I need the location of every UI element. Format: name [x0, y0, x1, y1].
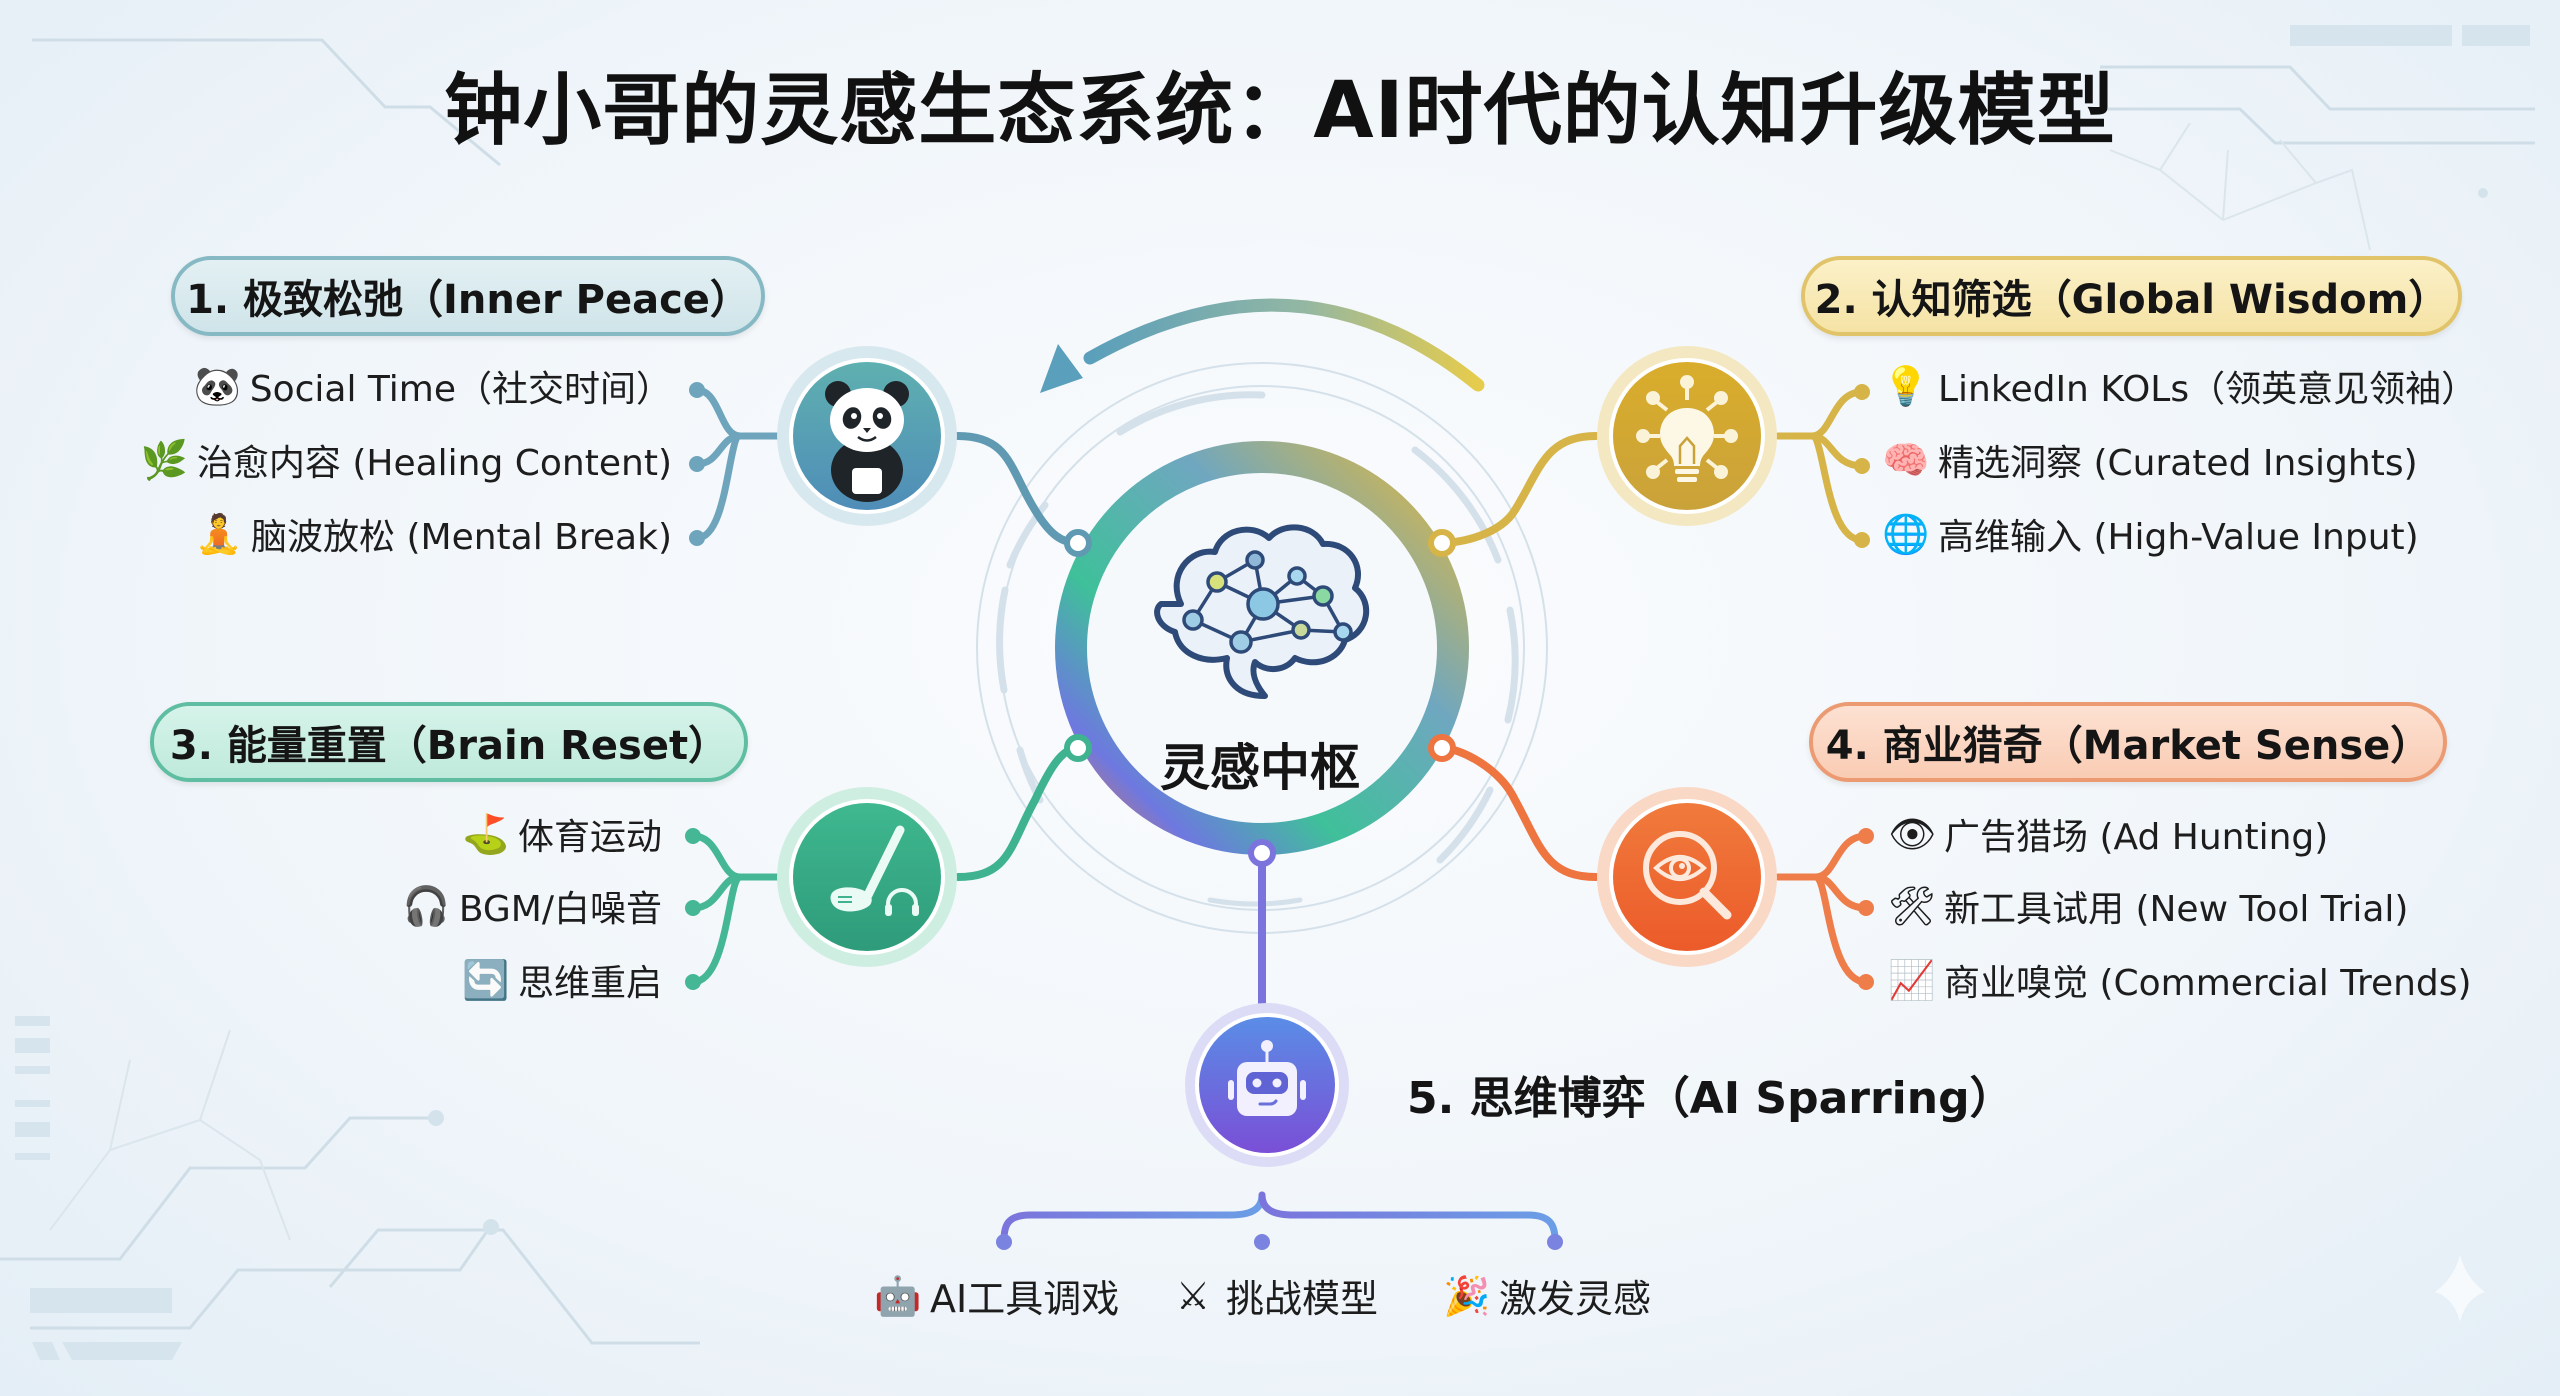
list-item: 🧠 精选洞察 (Curated Insights)	[1882, 434, 2418, 486]
center-hub-label: 灵感中枢	[1160, 739, 1360, 797]
brain-icon: 🧠	[1882, 438, 1930, 482]
node-inner-peace-panda-icon	[777, 346, 957, 526]
list-item-label: LinkedIn KOLs（领英意见领袖）	[1938, 369, 2478, 410]
headphones-icon: 🎧	[402, 884, 451, 928]
branch-heading-brain-reset: 3. 能量重置（Brain Reset）	[150, 702, 748, 782]
list-item-label: AI工具调戏	[930, 1277, 1120, 1321]
node-ai-sparring-robot-icon	[1185, 1003, 1349, 1167]
brain-network-icon	[1154, 524, 1370, 699]
list-item: 🎉 激发灵感	[1443, 1268, 1651, 1323]
branch-4-item-list: 👁 广告猎场 (Ad Hunting) 🛠 新工具试用 (New Tool Tr…	[1888, 808, 2528, 1008]
list-item-label: 脑波放松 (Mental Break)	[251, 517, 672, 558]
node-global-wisdom-lightbulb-icon	[1597, 346, 1777, 526]
branch-heading-inner-peace: 1. 极致松弛（Inner Peace）	[171, 256, 765, 336]
cycle-arrow-icon	[1040, 298, 1485, 393]
list-item: 🌿 治愈内容 (Healing Content)	[141, 434, 672, 486]
tools-icon: 🛠	[1888, 884, 1937, 928]
list-item: 🌐 高维输入 (High-Value Input)	[1882, 508, 2419, 560]
list-item: 🔄 思维重启	[462, 954, 662, 1006]
eye-icon: 👁	[1888, 812, 1937, 856]
list-item: 🛠 新工具试用 (New Tool Trial)	[1888, 880, 2408, 932]
list-item-label: 高维输入 (High-Value Input)	[1938, 517, 2419, 558]
list-item: ⛳ 体育运动	[462, 808, 662, 860]
list-item: 📈 商业嗅觉 (Commercial Trends)	[1888, 954, 2472, 1006]
robot-face-icon: 🤖	[874, 1273, 922, 1318]
list-item: 🤖 AI工具调戏	[874, 1268, 1119, 1323]
firecracker-icon: 🎉	[1443, 1273, 1491, 1318]
list-item-label: 激发灵感	[1499, 1277, 1652, 1321]
leaf-icon: 🌿	[140, 438, 189, 482]
list-item-label: Social Time（社交时间）	[249, 369, 672, 410]
list-item-label: 广告猎场 (Ad Hunting)	[1944, 817, 2329, 858]
list-item: 🧘 脑波放松 (Mental Break)	[195, 508, 672, 560]
list-item-label: 思维重启	[517, 963, 662, 1004]
meditation-icon: 🧘	[195, 512, 243, 556]
branch-3-item-list: ⛳ 体育运动 🎧 BGM/白噪音 🔄 思维重启	[0, 808, 662, 1008]
branch-heading-global-wisdom: 2. 认知筛选（Global Wisdom）	[1801, 256, 2462, 336]
trend-chart-icon: 📈	[1888, 958, 1936, 1002]
list-item: 🐼 Social Time（社交时间）	[194, 360, 672, 412]
globe-icon: 🌐	[1882, 512, 1930, 556]
panda-face-icon: 🐼	[193, 364, 242, 408]
list-item: 🎧 BGM/白噪音	[403, 880, 662, 932]
list-item: 👁 广告猎场 (Ad Hunting)	[1888, 808, 2328, 860]
list-item-label: 体育运动	[517, 817, 662, 858]
node-brain-reset-golf-icon	[777, 787, 957, 967]
list-item-label: 精选洞察 (Curated Insights)	[1938, 443, 2418, 484]
lightbulb-icon: 💡	[1882, 364, 1930, 408]
branch-5-item-list: 🤖 AI工具调戏 ⚔ 挑战模型 🎉 激发灵感	[0, 1268, 2560, 1328]
refresh-icon: 🔄	[461, 958, 510, 1002]
golf-flag-icon: ⛳	[461, 812, 510, 856]
list-item-label: 治愈内容 (Healing Content)	[196, 443, 672, 484]
list-item-label: 商业嗅觉 (Commercial Trends)	[1944, 963, 2472, 1004]
page-title: 钟小哥的灵感生态系统：AI时代的认知升级模型	[444, 66, 2116, 156]
branch-heading-market-sense: 4. 商业猎奇（Market Sense）	[1809, 702, 2447, 782]
branch-heading-ai-sparring: 5. 思维博弈（AI Sparring）	[1407, 1073, 2014, 1124]
branch-1-item-list: 🐼 Social Time（社交时间） 🌿 治愈内容 (Healing Cont…	[0, 360, 672, 560]
list-item-label: 挑战模型	[1226, 1277, 1379, 1321]
branch-2-item-list: 💡 LinkedIn KOLs（领英意见领袖） 🧠 精选洞察 (Curated …	[1882, 360, 2522, 560]
list-item-label: BGM/白噪音	[458, 889, 662, 930]
crossed-swords-icon: ⚔	[1175, 1273, 1211, 1318]
list-item-label: 新工具试用 (New Tool Trial)	[1944, 889, 2409, 930]
node-market-sense-magnifier-eye-icon	[1597, 787, 1777, 967]
list-item: ⚔ 挑战模型	[1170, 1268, 1378, 1323]
list-item: 💡 LinkedIn KOLs（领英意见领袖）	[1882, 360, 2477, 412]
